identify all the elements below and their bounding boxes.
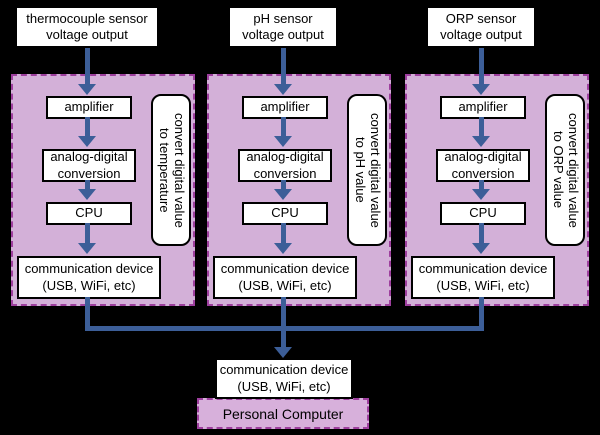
flow-arrow — [274, 223, 292, 254]
adc-box: analog-digital conversion — [42, 149, 136, 182]
sensor-panel-ph: amplifier analog-digital conversion CPU … — [207, 74, 391, 306]
comm-device-box: communication device (USB, WiFi, etc) — [17, 256, 161, 299]
cpu-box: CPU — [242, 202, 328, 225]
flow-arrow — [472, 180, 490, 200]
personal-computer-box: Personal Computer — [197, 398, 369, 429]
amplifier-box: amplifier — [242, 96, 328, 119]
flow-arrow — [78, 117, 96, 147]
flow-line — [478, 297, 484, 331]
cpu-box: CPU — [46, 202, 132, 225]
flow-arrow — [472, 48, 490, 95]
comm-device-box: communication device (USB, WiFi, etc) — [213, 256, 357, 299]
sensor-panel-thermocouple: amplifier analog-digital conversion CPU … — [11, 74, 195, 306]
convert-note-ph: convert digital value to pH value — [347, 94, 387, 246]
amplifier-box: amplifier — [46, 96, 132, 119]
flow-arrow — [78, 48, 96, 95]
receiver-comm-device-box: communication device (USB, WiFi, etc) — [215, 358, 353, 399]
flow-arrow — [78, 180, 96, 200]
convert-note-orp: convert digital value to ORP value — [545, 94, 585, 246]
cpu-box: CPU — [440, 202, 526, 225]
flow-arrow — [274, 180, 292, 200]
flow-line — [84, 297, 90, 331]
source-box-orp: ORP sensor voltage output — [426, 6, 536, 48]
flow-arrow — [472, 117, 490, 147]
convert-note-temperature: convert digital value to temperature — [151, 94, 191, 246]
flow-arrow — [78, 223, 96, 254]
source-box-thermocouple: thermocouple sensor voltage output — [15, 6, 159, 48]
flow-arrow — [472, 223, 490, 254]
adc-box: analog-digital conversion — [436, 149, 530, 182]
flow-line — [280, 297, 286, 347]
flow-arrow — [274, 346, 292, 358]
source-box-ph: pH sensor voltage output — [228, 6, 338, 48]
comm-device-box: communication device (USB, WiFi, etc) — [411, 256, 555, 299]
flow-arrow — [274, 48, 292, 95]
bus-line — [84, 326, 484, 331]
sensor-panel-orp: amplifier analog-digital conversion CPU … — [405, 74, 589, 306]
flow-arrow — [274, 117, 292, 147]
adc-box: analog-digital conversion — [238, 149, 332, 182]
amplifier-box: amplifier — [440, 96, 526, 119]
